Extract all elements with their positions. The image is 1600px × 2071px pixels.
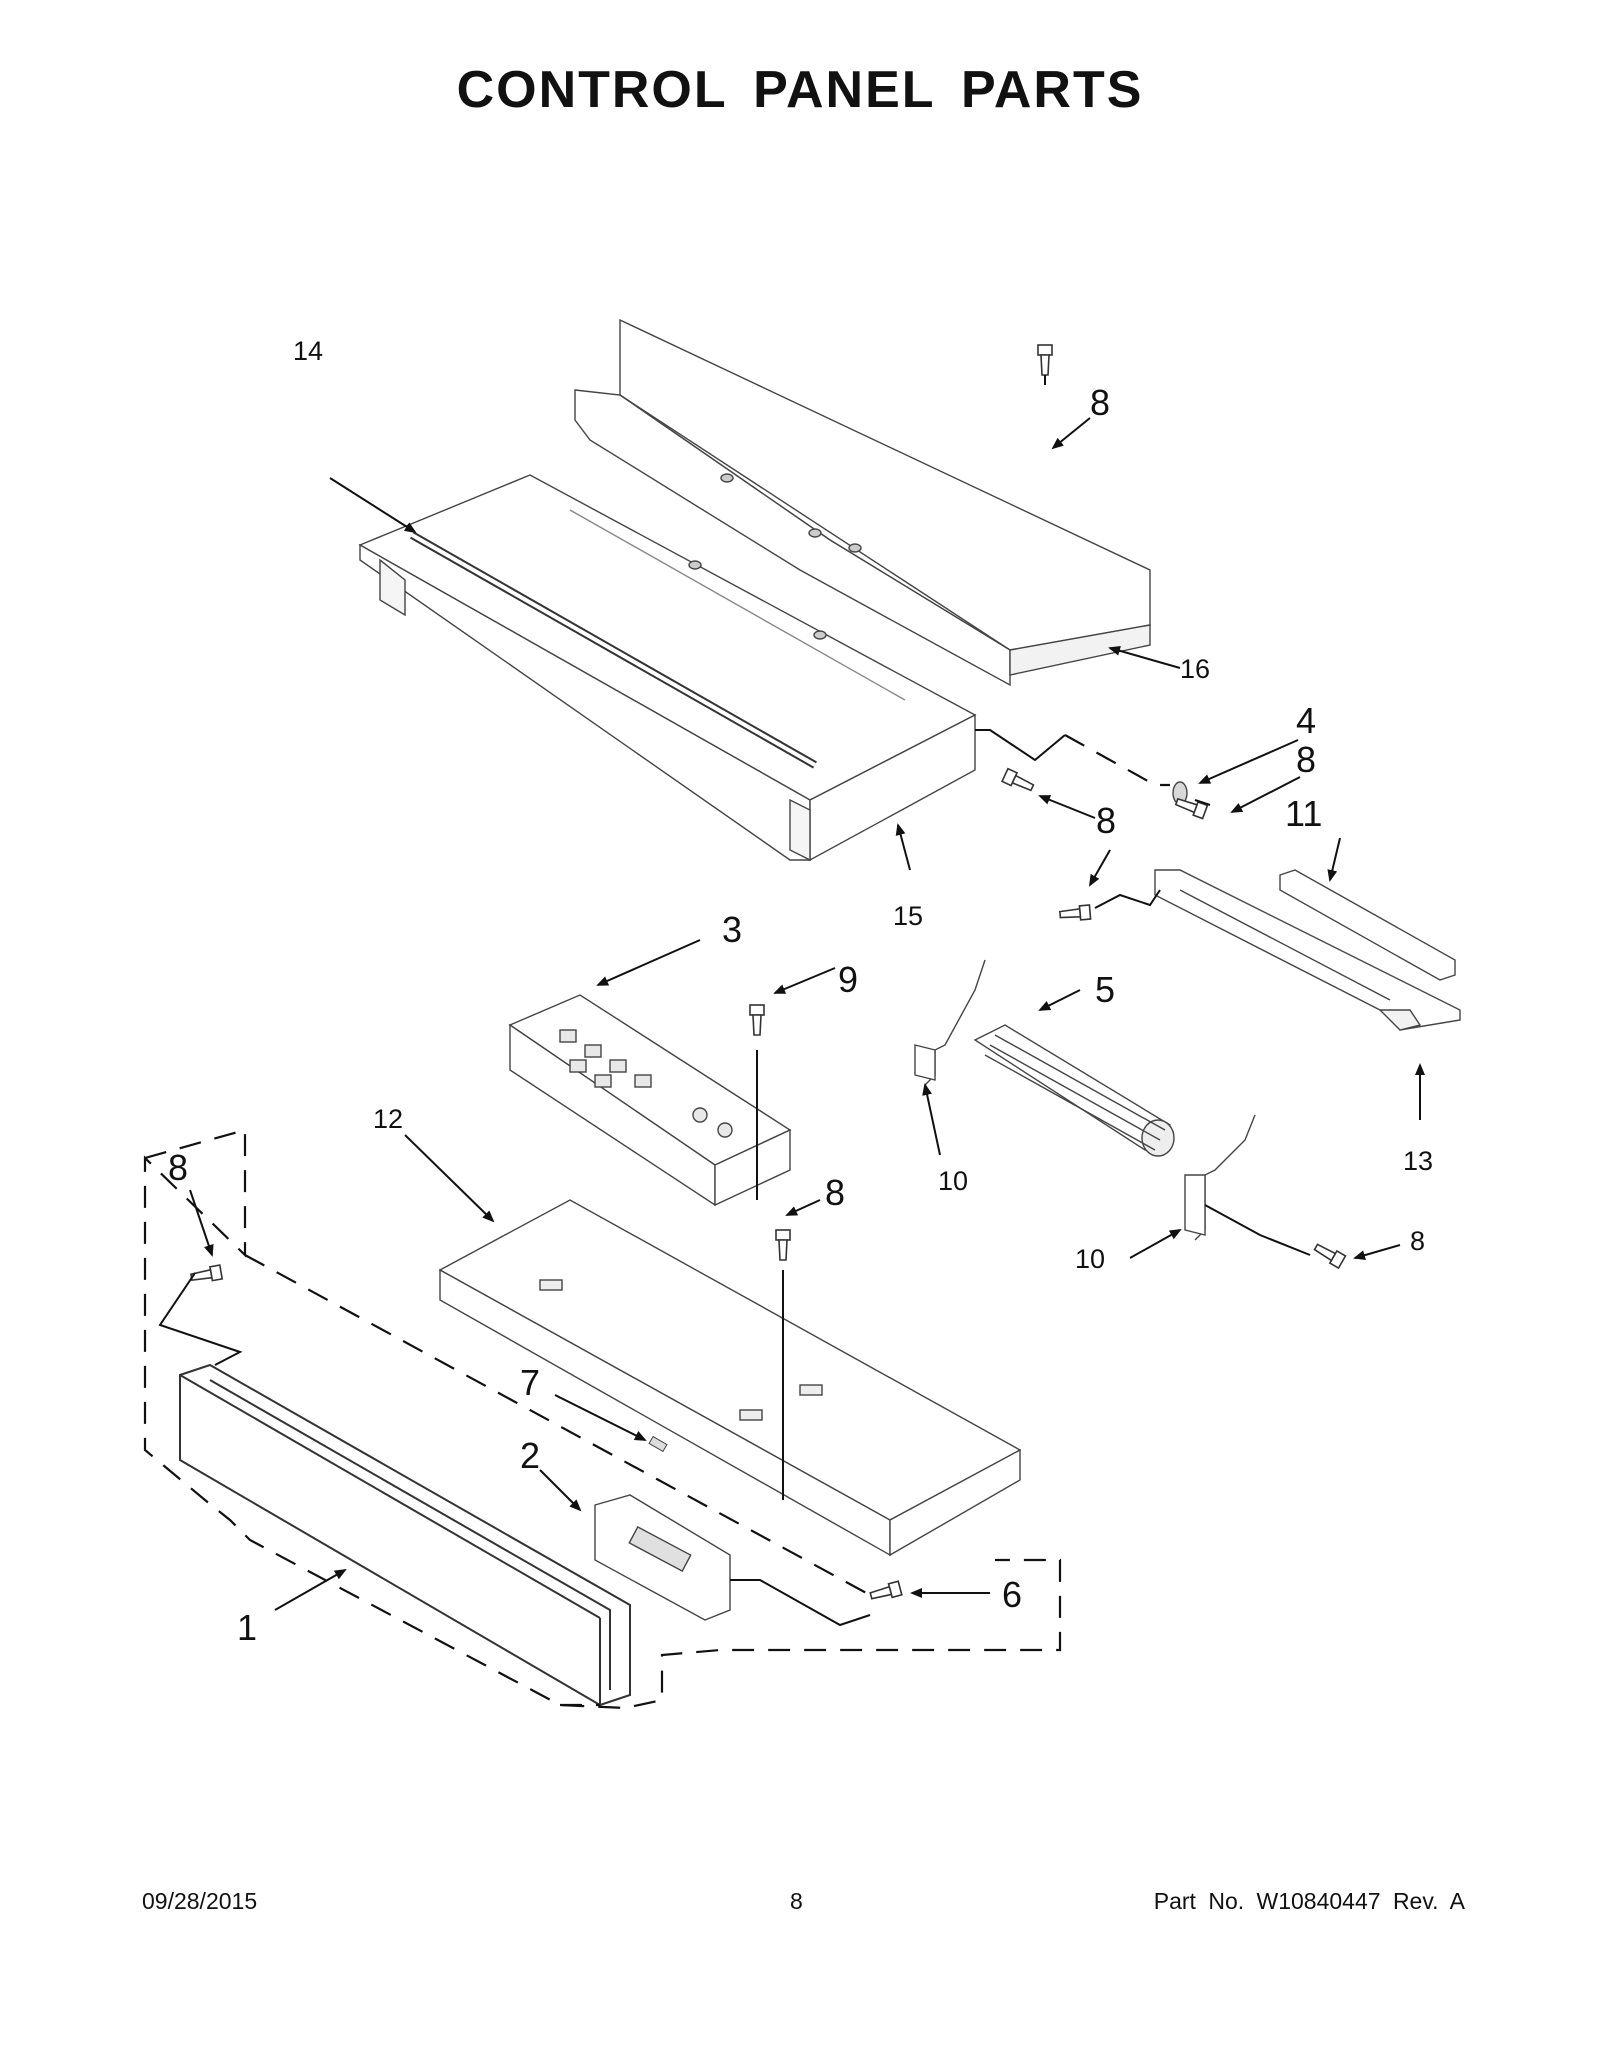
callout-16: 16 [1180,654,1210,684]
control-board-part-3 [508,994,792,1207]
control-panel-trim-part-1 [179,1363,631,1707]
leader-arrows [189,417,1425,1611]
callout-8: 8 [1090,382,1110,423]
callout-8: 8 [1296,739,1316,780]
upper-cover-part-16 [574,318,1151,687]
blower-fan-part-5 [973,1024,1175,1157]
callout-8: 8 [168,1147,188,1188]
callout-1: 1 [237,1607,257,1648]
mounting-plate-part-12 [438,1199,1022,1557]
callout-12: 12 [373,1104,403,1134]
callout-11: 11 [1285,793,1322,834]
callout-7: 7 [520,1362,540,1403]
page-title: CONTROL PANEL PARTS [456,61,1144,119]
callout-13: 13 [1403,1146,1433,1176]
foam-seal-part-11 [1279,869,1456,981]
callout-8: 8 [825,1172,845,1213]
callout-15: 15 [893,901,923,931]
callout-4: 4 [1296,700,1316,741]
support-bracket-part-13 [1154,869,1461,1031]
trim-strip-part-14 [410,531,817,769]
ui-board-part-2 [594,1494,731,1621]
callout-5: 5 [1095,969,1115,1010]
footer-page-number: 8 [790,1888,803,1914]
assembly-lines [158,375,1311,1627]
callout-8: 8 [1096,800,1116,841]
panel-housing-part-15 [358,474,977,862]
bracket-part-10 [914,959,1256,1241]
footer-date: 09/28/2015 [142,1888,258,1914]
callout-2: 2 [520,1435,540,1476]
callout-10: 10 [938,1166,968,1196]
callout-14: 14 [293,336,323,366]
callout-8: 8 [1410,1226,1425,1256]
callout-6: 6 [1002,1574,1022,1615]
footer-part-number: Part No. W10840447 Rev. A [1153,1888,1465,1914]
callout-3: 3 [722,909,742,950]
callout-9: 9 [838,959,858,1000]
callout-10: 10 [1075,1244,1105,1274]
callout-labels: 8 14 16 4 8 8 11 15 3 9 5 12 10 13 8 8 1… [168,336,1433,1648]
sensor-part-7 [648,1435,668,1453]
screw-icon [190,344,1347,1600]
